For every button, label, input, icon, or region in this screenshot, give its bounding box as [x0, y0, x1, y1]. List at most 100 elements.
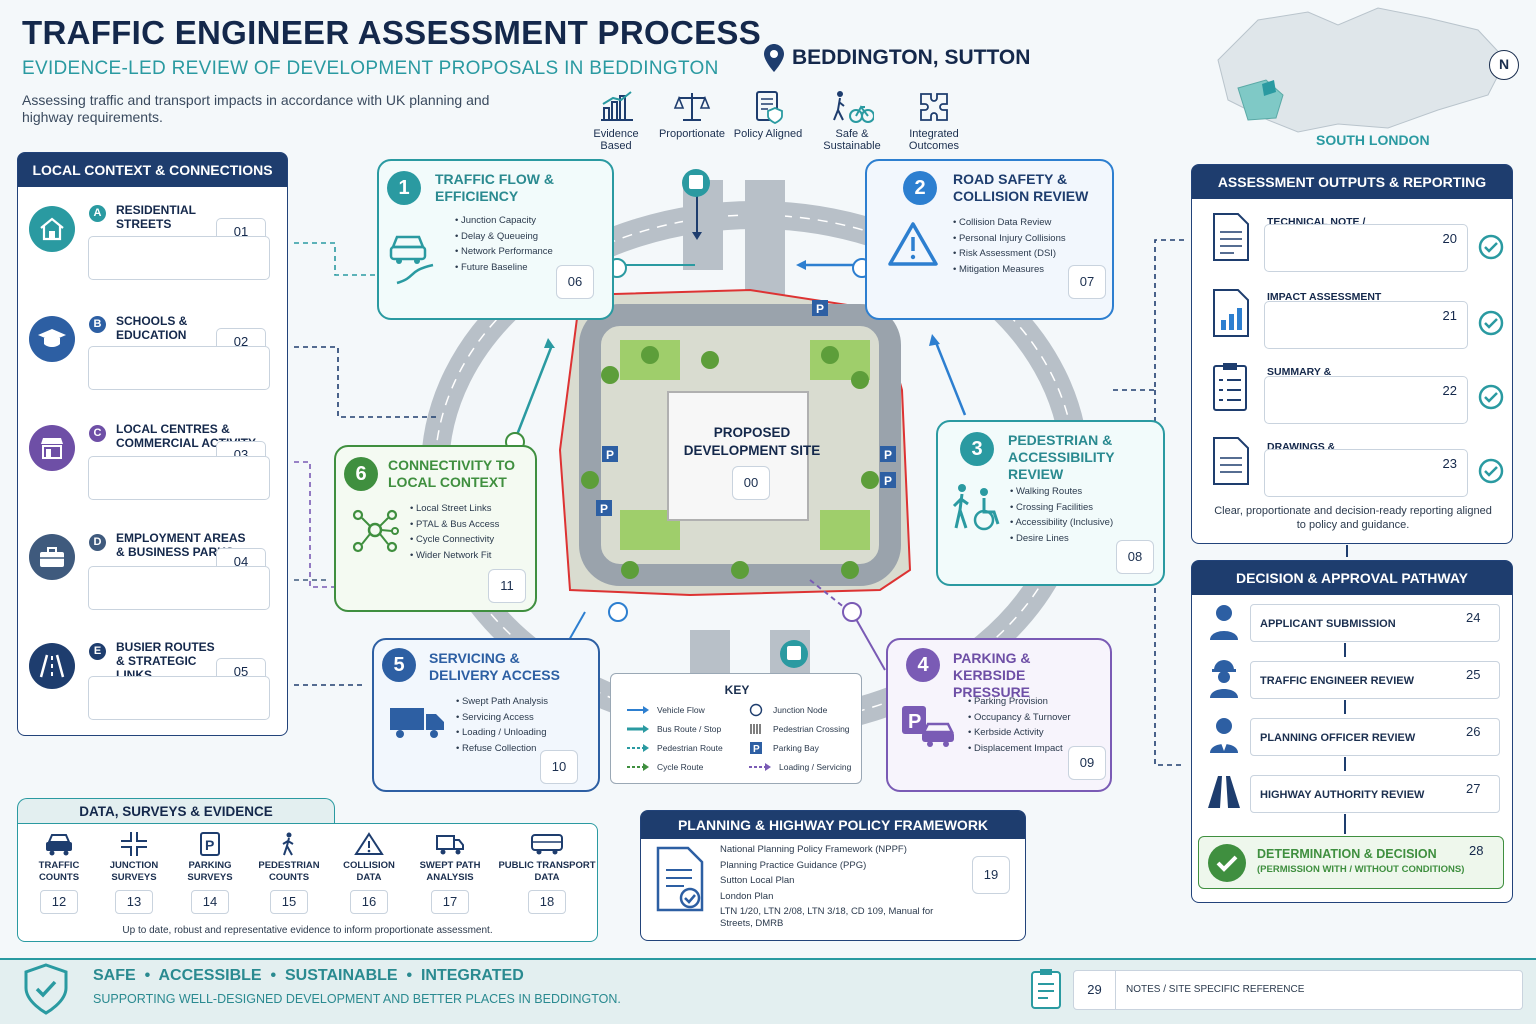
notes-label: NOTES / SITE SPECIFIC REFERENCE — [1126, 984, 1305, 995]
policy-panel: PLANNING & HIGHWAY POLICY FRAMEWORK — [640, 810, 1026, 941]
svg-text:P: P — [205, 837, 214, 853]
svg-text:P: P — [816, 302, 824, 316]
flow-connector — [1346, 545, 1348, 557]
checklist-icon — [1212, 362, 1250, 417]
highway-icon — [1206, 774, 1242, 815]
check-circle-icon — [1478, 384, 1504, 415]
footer-tagline: SUPPORTING WELL-DESIGNED DEVELOPMENT AND… — [93, 992, 621, 1006]
principle-evidence: Evidence Based — [578, 90, 654, 152]
car-road-icon — [389, 235, 434, 285]
policy-ref: 19 — [972, 856, 1010, 894]
document-check-icon — [656, 846, 706, 917]
final-decision-ref: 28 — [1469, 843, 1484, 858]
drawings-icon — [1212, 436, 1250, 491]
final-decision-sub: (PERMISSION WITH / WITHOUT CONDITIONS) — [1257, 864, 1465, 875]
data-surveys-note: Up to date, robust and representative ev… — [122, 925, 493, 936]
card-road-safety[interactable]: 2 ROAD SAFETY & COLLISION REVIEW Collisi… — [865, 159, 1114, 320]
context-notes-box[interactable] — [88, 346, 270, 390]
card-list: Junction CapacityDelay & QueueingNetwork… — [455, 213, 553, 275]
key-bus-route: Bus Route / Stop — [627, 719, 723, 738]
svg-text:P: P — [753, 744, 760, 755]
key-pedestrian-route: Pedestrian Route — [627, 738, 723, 757]
scales-icon — [673, 93, 711, 121]
network-nodes-icon — [352, 509, 399, 553]
policy-title: PLANNING & HIGHWAY POLICY FRAMEWORK — [641, 811, 1025, 839]
shield-check-icon — [22, 962, 70, 1021]
road-icon — [29, 643, 75, 689]
card-list: Local Street LinksPTAL & Bus AccessCycle… — [410, 501, 499, 563]
footer-values: SAFE • ACCESSIBLE • SUSTAINABLE • INTEGR… — [93, 967, 524, 984]
check-circle-icon — [1478, 310, 1504, 341]
decision-step: TRAFFIC ENGINEER REVIEW — [1250, 661, 1500, 699]
card-number: 5 — [382, 648, 416, 682]
officer-icon — [1208, 717, 1240, 758]
final-decision-box: DETERMINATION & DECISION (PERMISSION WIT… — [1198, 836, 1504, 889]
card-ref: 10 — [540, 750, 578, 784]
context-label: SCHOOLS & EDUCATION — [116, 314, 188, 342]
site-ref: 00 — [732, 466, 770, 500]
context-notes-box[interactable] — [88, 236, 270, 280]
principle-policy: Policy Aligned — [730, 90, 806, 140]
location-text: BEDDINGTON, SUTTON — [792, 46, 1031, 69]
card-list: Parking ProvisionOccupancy & TurnoverKer… — [968, 694, 1071, 756]
card-parking[interactable]: 4 PARKING & KERBSIDE PRESSURE P Parking … — [886, 638, 1112, 792]
delivery-truck-icon — [390, 708, 444, 738]
card-pedestrian[interactable]: 3 PEDESTRIAN & ACCESSIBILITY REVIEW Walk… — [936, 420, 1165, 586]
card-title: ROAD SAFETY & COLLISION REVIEW — [953, 171, 1089, 204]
notes-document-icon — [1030, 968, 1062, 1015]
decision-ref: 25 — [1466, 667, 1481, 682]
output-ref: 22 — [1264, 376, 1468, 424]
warning-icon — [354, 832, 384, 855]
doc-lines-icon — [1212, 212, 1250, 267]
card-number: 3 — [960, 432, 994, 466]
output-ref: 23 — [1264, 449, 1468, 497]
principle-safe: Safe & Sustainable — [814, 90, 890, 152]
page-subtitle: EVIDENCE-LED REVIEW OF DEVELOPMENT PROPO… — [22, 58, 719, 79]
context-notes-box[interactable] — [88, 566, 270, 610]
truck-icon — [436, 835, 464, 855]
card-number: 2 — [903, 171, 937, 205]
key-pedestrian-crossing: Pedestrian Crossing — [749, 719, 851, 738]
svg-text:P: P — [884, 448, 892, 462]
pedestrian-icon — [282, 832, 294, 856]
output-ref: 21 — [1264, 301, 1468, 349]
warning-icon — [888, 222, 938, 266]
decision-step: HIGHWAY AUTHORITY REVIEW — [1250, 775, 1500, 813]
shop-icon — [29, 425, 75, 471]
decision-ref: 26 — [1466, 724, 1481, 739]
decision-step: PLANNING OFFICER REVIEW — [1250, 718, 1500, 756]
context-label: EMPLOYMENT AREAS & BUSINESS PARKS — [116, 531, 246, 559]
card-title: TRAFFIC FLOW & EFFICIENCY — [435, 171, 554, 204]
local-context-title: LOCAL CONTEXT & CONNECTIONS — [18, 153, 287, 187]
parking-icon: P — [200, 832, 220, 856]
context-notes-box[interactable] — [88, 676, 270, 720]
decision-title: DECISION & APPROVAL PATHWAY — [1192, 561, 1512, 595]
context-notes-box[interactable] — [88, 456, 270, 500]
walk-cycle-icon — [833, 91, 874, 123]
key-loading-servicing: Loading / Servicing — [749, 757, 851, 776]
notes-reference-field[interactable]: 29 NOTES / SITE SPECIFIC REFERENCE — [1073, 970, 1523, 1010]
check-badge-icon — [1207, 843, 1247, 888]
card-servicing[interactable]: 5 SERVICING & DELIVERY ACCESS Swept Path… — [372, 638, 600, 792]
output-ref: 20 — [1264, 224, 1468, 272]
parking-car-icon: P — [902, 706, 955, 747]
map-pin-icon — [764, 44, 784, 72]
bus-icon — [531, 834, 563, 855]
svg-text:P: P — [600, 502, 608, 516]
map-caption: SOUTH LONDON — [1316, 132, 1430, 148]
data-surveys-title: DATA, SURVEYS & EVIDENCE — [17, 798, 335, 826]
svg-text:P: P — [884, 474, 892, 488]
puzzle-icon — [920, 93, 948, 121]
location-label: BEDDINGTON, SUTTON — [764, 44, 1030, 72]
card-ref: 07 — [1068, 265, 1106, 299]
final-decision-label: DETERMINATION & DECISION — [1257, 847, 1437, 861]
card-traffic-flow[interactable]: 1 TRAFFIC FLOW & EFFICIENCY Junction Cap… — [377, 159, 614, 320]
card-connectivity[interactable]: 6 CONNECTIVITY TO LOCAL CONTEXT Local St… — [334, 445, 537, 612]
house-icon — [29, 206, 75, 252]
card-number: 1 — [387, 171, 421, 205]
